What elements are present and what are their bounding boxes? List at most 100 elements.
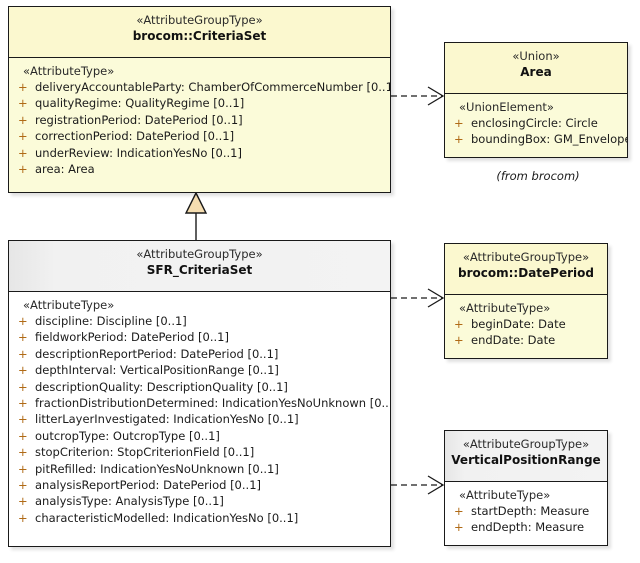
class-attributes-area: «UnionElement» + enclosingCircle: Circle… [445,94,627,154]
class-header-verticalpositionrange: «AttributeGroupType» VerticalPositionRan… [445,431,607,482]
attribute-signature: registrationPeriod: DatePeriod [0..1] [35,112,243,127]
attribute-signature: characteristicModelled: IndicationYesNo … [35,510,299,525]
attribute-signature: descriptionQuality: DescriptionQuality [… [35,379,288,394]
dependency-criteriaset-to-area[interactable] [391,86,445,106]
attribute-compartment-stereotype: «UnionElement» [459,100,554,114]
attribute-row: + discipline: Discipline [0..1] [9,313,390,329]
attribute-signature: outcropType: OutcropType [0..1] [35,428,220,443]
visibility-marker: + [454,520,464,535]
visibility-marker: + [454,333,464,348]
class-attributes-brocom-criteriaset: «AttributeType» + deliveryAccountablePar… [9,58,390,183]
attribute-signature: deliveryAccountableParty: ChamberOfComme… [35,80,391,94]
class-stereotype: «Union» [512,49,560,63]
visibility-marker: + [18,379,28,394]
attribute-row: + beginDate: Date [445,316,607,332]
attribute-signature: analysisType: AnalysisType [0..1] [35,494,224,509]
attribute-row: + deliveryAccountableParty: ChamberOfCom… [9,79,390,95]
attribute-row: + fieldworkPeriod: DatePeriod [0..1] [9,329,390,345]
attribute-signature: depthInterval: VerticalPositionRange [0.… [35,363,279,378]
attribute-row: + descriptionQuality: DescriptionQuality… [9,379,390,395]
class-header-area: «Union» Area [445,43,627,94]
dependency-sfr-to-verticalpositionrange[interactable] [391,475,445,495]
class-box-area[interactable]: «Union» Area «UnionElement» + enclosingC… [444,42,628,158]
class-name: brocom::DatePeriod [458,266,594,280]
class-attributes-verticalpositionrange: «AttributeType» + startDepth: Measure + … [445,482,607,542]
attribute-row: + qualityRegime: QualityRegime [0..1] [9,95,390,111]
visibility-marker: + [18,80,28,94]
class-box-sfr-criteriaset[interactable]: «AttributeGroupType» SFR_CriteriaSet «At… [8,240,391,547]
attribute-signature: beginDate: Date [471,317,566,331]
attribute-signature: underReview: IndicationYesNo [0..1] [35,145,242,160]
attribute-signature: startDepth: Measure [471,504,590,518]
attribute-signature: area: Area [35,162,95,177]
visibility-marker: + [18,461,28,476]
attribute-row: + pitRefilled: IndicationYesNoUnknown [0… [9,461,390,477]
visibility-marker: + [18,363,28,378]
attribute-row: + analysisReportPeriod: DatePeriod [0..1… [9,477,390,493]
class-attributes-brocom-dateperiod: «AttributeType» + beginDate: Date + endD… [445,295,607,355]
visibility-marker: + [18,445,28,460]
visibility-marker: + [18,510,28,525]
attribute-row: + area: Area [9,161,390,177]
attribute-row: + descriptionReportPeriod: DatePeriod [0… [9,346,390,362]
attribute-signature: qualityRegime: QualityRegime [0..1] [35,96,245,111]
attribute-row: + startDepth: Measure [445,503,607,519]
visibility-marker: + [18,478,28,493]
attribute-signature: fieldworkPeriod: DatePeriod [0..1] [35,330,229,345]
attribute-compartment-stereotype: «AttributeType» [23,64,115,78]
attribute-row: + depthInterval: VerticalPositionRange [… [9,362,390,378]
attribute-signature: stopCriterion: StopCriterionField [0..1] [35,445,255,460]
class-header-sfr-criteriaset: «AttributeGroupType» SFR_CriteriaSet [9,241,390,292]
attribute-signature: correctionPeriod: DatePeriod [0..1] [35,129,235,144]
attribute-signature: discipline: Discipline [0..1] [35,314,187,328]
class-box-brocom-dateperiod[interactable]: «AttributeGroupType» brocom::DatePeriod … [444,243,608,359]
attribute-signature: descriptionReportPeriod: DatePeriod [0..… [35,346,279,361]
attribute-signature: pitRefilled: IndicationYesNoUnknown [0..… [35,461,279,476]
attribute-row: + outcropType: OutcropType [0..1] [9,428,390,444]
visibility-marker: + [454,132,464,147]
attribute-signature: endDepth: Measure [471,520,585,535]
class-stereotype: «AttributeGroupType» [462,437,590,451]
attribute-signature: enclosingCircle: Circle [471,116,598,130]
package-origin-note: (from brocom) [496,169,580,183]
attribute-row: + endDepth: Measure [445,519,607,535]
attribute-row: + boundingBox: GM_Envelope [445,131,627,147]
attribute-row: + enclosingCircle: Circle [445,115,627,131]
generalization-sfr-to-criteriaset[interactable] [184,191,208,240]
class-name: VerticalPositionRange [451,453,601,467]
attribute-row: + analysisType: AnalysisType [0..1] [9,493,390,509]
attribute-signature: boundingBox: GM_Envelope [471,132,628,147]
dependency-sfr-to-dateperiod[interactable] [391,288,445,308]
visibility-marker: + [18,330,28,345]
class-box-brocom-criteriaset[interactable]: «AttributeGroupType» brocom::CriteriaSet… [8,6,391,193]
class-header-brocom-dateperiod: «AttributeGroupType» brocom::DatePeriod [445,244,607,295]
attribute-signature: fractionDistributionDetermined: Indicati… [35,396,391,411]
attribute-row: + litterLayerInvestigated: IndicationYes… [9,411,390,427]
visibility-marker: + [18,162,28,177]
attribute-row: + stopCriterion: StopCriterionField [0..… [9,444,390,460]
class-stereotype: «AttributeGroupType» [462,250,590,264]
class-name: SFR_CriteriaSet [146,263,253,277]
visibility-marker: + [18,428,28,443]
visibility-marker: + [18,412,28,427]
attribute-compartment-stereotype: «AttributeType» [459,488,551,502]
attribute-signature: endDate: Date [471,333,556,348]
class-stereotype: «AttributeGroupType» [136,247,263,261]
attribute-row: + characteristicModelled: IndicationYesN… [9,510,390,526]
class-name: Area [520,65,552,79]
attribute-row: + correctionPeriod: DatePeriod [0..1] [9,128,390,144]
attribute-row: + endDate: Date [445,332,607,348]
visibility-marker: + [18,494,28,509]
class-box-verticalpositionrange[interactable]: «AttributeGroupType» VerticalPositionRan… [444,430,608,546]
attribute-compartment-stereotype: «AttributeType» [459,301,551,315]
attribute-row: + registrationPeriod: DatePeriod [0..1] [9,112,390,128]
visibility-marker: + [18,346,28,361]
visibility-marker: + [18,396,28,411]
visibility-marker: + [18,145,28,160]
visibility-marker: + [18,96,28,111]
class-stereotype: «AttributeGroupType» [136,13,263,27]
visibility-marker: + [454,116,464,130]
visibility-marker: + [18,314,28,328]
attribute-signature: analysisReportPeriod: DatePeriod [0..1] [35,478,261,493]
